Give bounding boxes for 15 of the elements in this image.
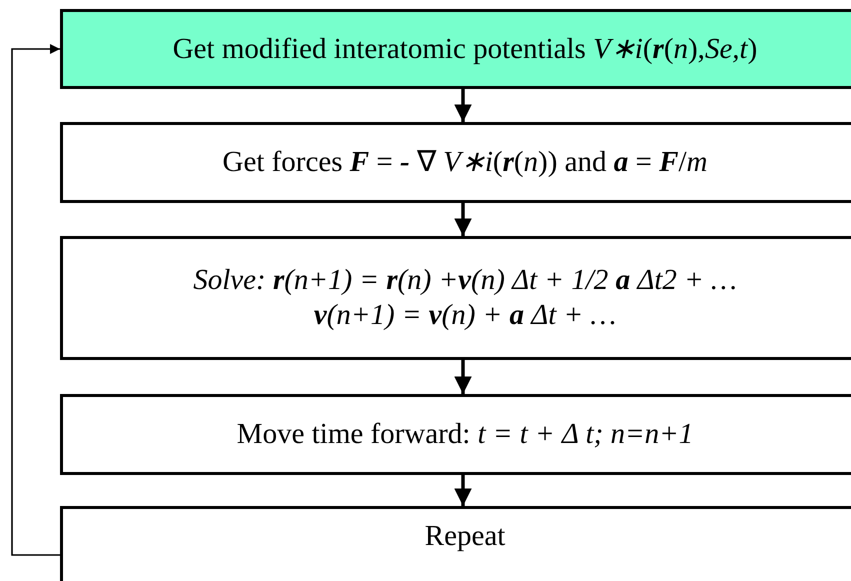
arrow: [454, 360, 472, 394]
step-text: Move time forward: t = t + Δ t; n=n+1: [236, 417, 694, 452]
step-text: Get forces F = - ∇ V∗i(r(n)) and a = F/m: [222, 145, 708, 180]
arrow: [454, 89, 472, 122]
step-text: Solve: r(n+1) = r(n) +v(n) Δt + 1/2 a Δt2 + … v(n+1) = v(n) + a Δt + …: [192, 263, 738, 333]
arrow: [454, 203, 472, 236]
process-box: [60, 394, 851, 475]
process-box: [60, 9, 851, 89]
arrow: [454, 475, 472, 506]
process-box: [60, 122, 851, 203]
step-text: Get modified interatomic potentials V∗i(r(n),Se,t): [172, 32, 758, 66]
process-box: [60, 236, 851, 360]
arrow: [11, 44, 60, 556]
step-text: Repeat: [424, 519, 506, 554]
process-box: [60, 506, 851, 581]
